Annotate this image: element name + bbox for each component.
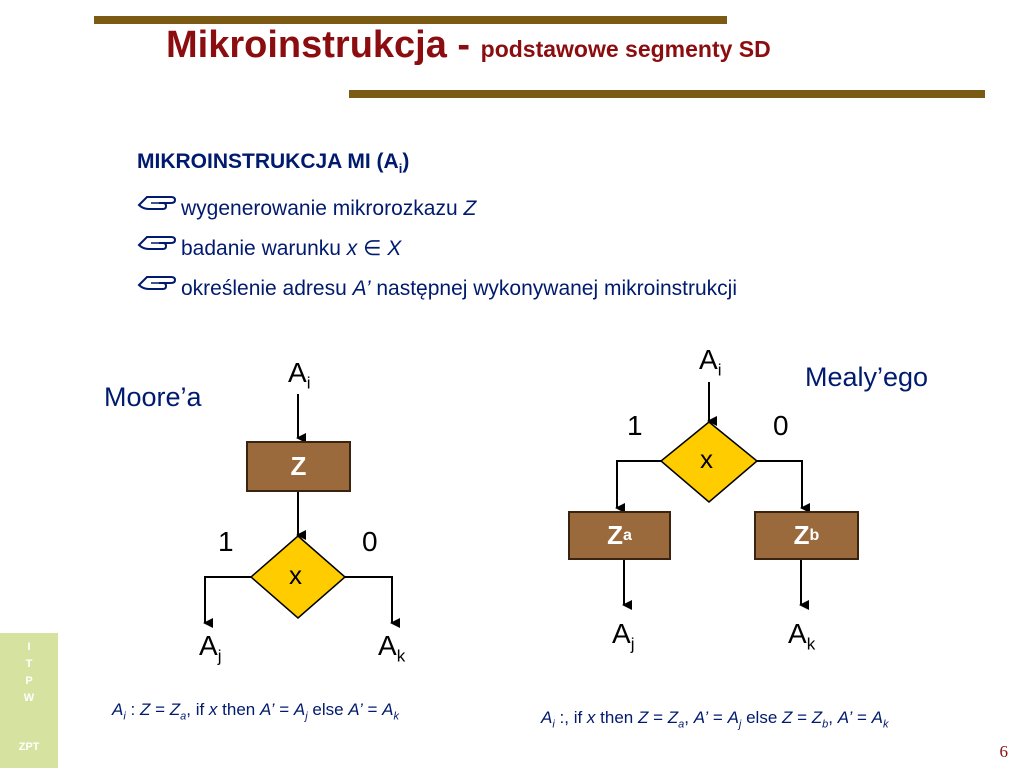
moore-decision-label: x — [289, 560, 302, 590]
bullet-2-var: x — [346, 237, 358, 260]
top-rule — [94, 16, 727, 24]
bullet-1: wygenerowanie mikrorozkazu Z — [137, 191, 476, 221]
mealy-entry-base: A — [699, 344, 718, 375]
mealy-exit-true: Aj — [612, 618, 634, 655]
sidebar-letter: T — [25, 658, 33, 670]
mealy-za-base: Z — [607, 520, 623, 550]
moore-exit-true: Aj — [199, 630, 221, 667]
mealy-za-sub: a — [622, 526, 632, 544]
sidebar-footer: ZPT — [18, 741, 40, 753]
bullet-2-op: ∈ — [363, 237, 382, 260]
bullet-3-text: określenie adresu — [181, 277, 353, 300]
moore-exit-false-sub: k — [396, 646, 406, 666]
mealy-branch-false: 0 — [773, 410, 789, 441]
heading-close: ) — [402, 150, 410, 173]
moore-z-box: Z — [246, 441, 351, 492]
mealy-exit-true-base: A — [612, 618, 631, 649]
mealy-exit-false-sub: k — [806, 634, 816, 654]
mealy-zb-base: Z — [793, 520, 810, 550]
moore-branch-true: 1 — [218, 526, 234, 557]
moore-branch-false: 0 — [362, 526, 378, 557]
mealy-branch-true: 1 — [627, 410, 643, 441]
sidebar-letter: W — [23, 692, 35, 704]
mealy-entry-node: Ai — [699, 344, 721, 381]
bullet-2-set: X — [387, 237, 402, 260]
bullet-3-rest: następnej wykonywanej mikroinstrukcji — [370, 277, 738, 300]
pointing-hand-icon — [137, 191, 181, 221]
bullet-3: określenie adresu A’ następnej wykonywan… — [137, 271, 737, 301]
mealy-decision-label: x — [700, 444, 713, 474]
moore-formula: Ai : Z = Za, if x then A’ = Aj else A’ =… — [112, 700, 399, 723]
mealy-entry-sub: i — [717, 360, 722, 380]
bullet-1-var: Z — [463, 197, 477, 220]
sidebar-letter: P — [25, 675, 33, 687]
moore-false-branch — [345, 576, 400, 628]
bullet-1-text: wygenerowanie mikrorozkazu — [181, 197, 464, 220]
moore-entry-sub: i — [306, 373, 311, 393]
moore-entry-base: A — [288, 357, 307, 388]
title-main: Mikroinstrukcja - — [166, 24, 481, 66]
bottom-rule — [349, 90, 985, 98]
moore-entry-node: Ai — [288, 357, 310, 394]
heading-text: MIKROINSTRUKCJA MI (A — [137, 150, 399, 173]
mealy-exit-false: Ak — [788, 618, 815, 655]
mealy-exit-true-sub: j — [630, 634, 635, 654]
mealy-decision-diamond — [659, 421, 759, 503]
page-number: 6 — [999, 742, 1009, 761]
mealy-true-branch — [615, 460, 661, 513]
title-sub: podstawowe segmenty SD — [480, 36, 771, 62]
moore-box-text: Z — [290, 451, 307, 481]
moore-exit-false: Ak — [378, 630, 405, 667]
moore-exit-true-base: A — [199, 630, 218, 661]
moore-exit-true-sub: j — [217, 646, 222, 666]
bullet-3-var: A’ — [352, 277, 371, 300]
moore-true-branch — [203, 576, 251, 628]
sidebar-letter: I — [27, 641, 31, 653]
bullet-2: badanie warunku x ∈ X — [137, 231, 401, 261]
heading-sub: i — [398, 161, 403, 177]
page-title: Mikroinstrukcja - podstawowe segmenty SD — [166, 24, 771, 67]
pointing-hand-icon — [137, 231, 181, 261]
section-heading: MIKROINSTRUKCJA MI (Ai) — [137, 150, 409, 176]
pointing-hand-icon — [137, 271, 181, 301]
bullet-2-text: badanie warunku — [181, 237, 347, 260]
mealy-formula: Ai :, if x then Z = Za, A’ = Aj else Z =… — [541, 708, 889, 731]
mealy-false-branch — [757, 460, 810, 513]
mealy-label: Mealy’ego — [805, 362, 929, 392]
mealy-zb-sub: b — [809, 526, 820, 544]
sidebar-logo: I T P W ZPT — [0, 633, 58, 768]
mealy-exit-false-base: A — [788, 618, 807, 649]
moore-decision-diamond — [249, 535, 347, 619]
moore-label: Moore’a — [104, 382, 202, 412]
moore-exit-false-base: A — [378, 630, 397, 661]
